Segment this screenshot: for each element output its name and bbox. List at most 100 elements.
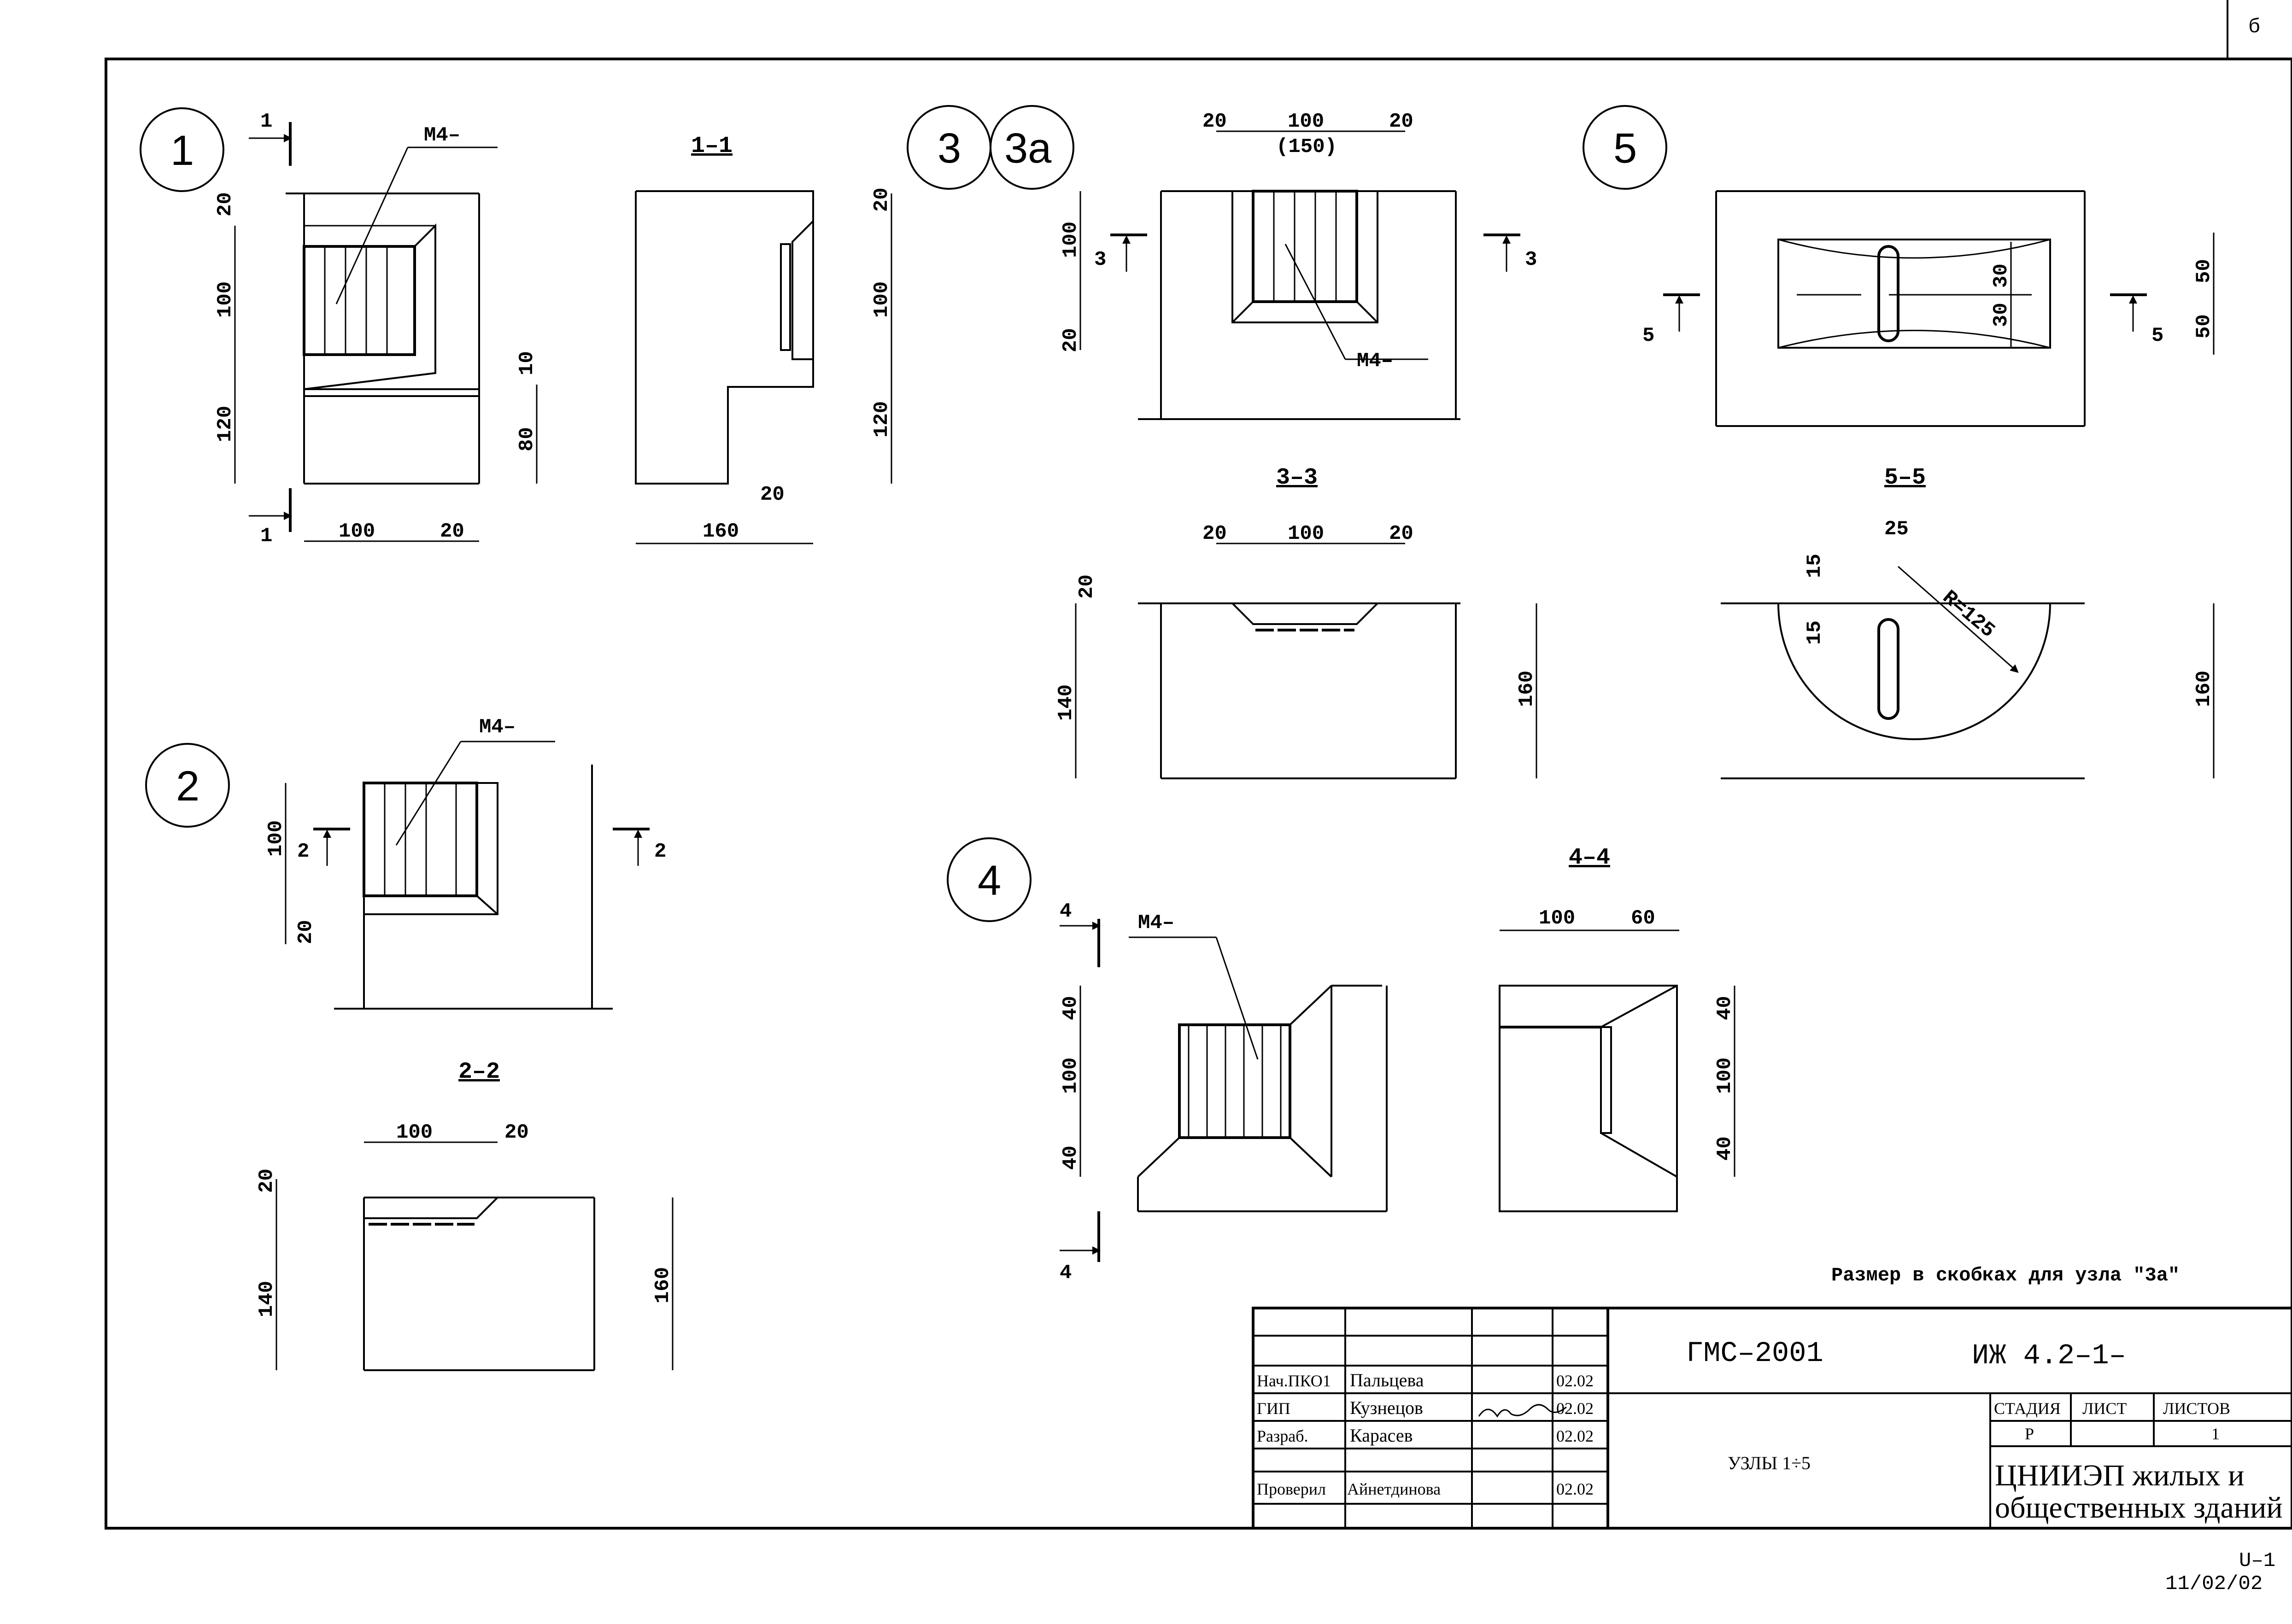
row-3-name: Карасев [1350,1425,1413,1446]
dim-55-25: 25 [1884,518,1909,541]
embedded-label-1: М4– [424,124,460,147]
cut-2-left: 2 [297,840,309,863]
dim-33-20v: 20 [1075,574,1098,599]
cut-5-right: 5 [2151,324,2163,347]
dim-33-20b: 20 [1389,522,1413,545]
node-4-label: 4 [978,857,1001,904]
dim-1-100b: 100 [339,520,375,543]
dim-55-15b: 15 [1803,620,1826,645]
dim-5-30b: 30 [1990,303,2013,327]
node-2-label: 2 [176,763,199,810]
organization-line-2: общественных зданий [1995,1491,2283,1525]
note-brackets: Размер в скобках для узла "3а" [1831,1264,2180,1286]
dim-22-20: 20 [504,1121,529,1144]
dim-33-140: 140 [1055,684,1078,721]
section-4-4-title: 4–4 [1569,845,1610,871]
sheet-corner-mark: б [2248,16,2260,39]
dim-4-100: 100 [1059,1057,1082,1094]
section-2-2: 2–2 100 20 20 140 160 [255,1059,674,1371]
signature-kuznetsov [1478,1404,1567,1418]
section-1-1: 1–1 160 20 20 100 120 [635,133,893,544]
embedded-label-2: М4– [479,716,516,739]
cut-4-bottom: 4 [1060,1262,1072,1285]
cut-2-right: 2 [654,840,666,863]
sheets-value: 1 [2211,1425,2220,1443]
dim-55-15a: 15 [1803,554,1826,578]
dim-55-160: 160 [2192,671,2216,707]
cut-3-left: 3 [1094,248,1106,271]
row-2-date: 02.02 [1556,1399,1594,1418]
dim-4-40a: 40 [1059,996,1082,1020]
node-3a-label: 3а [1004,125,1052,172]
section-5-5: 5–5 R=125 25 15 15 160 [1721,465,2216,779]
dim-5-50a: 50 [2192,259,2216,283]
doc-code: ИЖ 4.2–1– [1972,1339,2126,1372]
row-3-role: Разраб. [1257,1427,1308,1445]
dim-22-20a: 20 [255,1168,278,1193]
row-1-date: 02.02 [1556,1372,1594,1390]
dim-33-100: 100 [1288,522,1324,545]
sheets-header: ЛИСТОВ [2163,1399,2230,1418]
node-5-label: 5 [1613,125,1637,172]
dim-44-60: 60 [1631,907,1655,930]
dim-4-40b: 40 [1059,1145,1082,1170]
dim-11-20: 20 [760,483,785,506]
node-5: 5 5 5 30 30 50 50 [1583,105,2216,427]
cut-3-right: 3 [1525,248,1537,271]
stage-value: Р [2025,1425,2034,1443]
row-4-name: Айнетдинова [1347,1480,1441,1498]
dim-44-40b: 40 [1713,1136,1736,1161]
stage-header: СТАДИЯ [1994,1399,2061,1418]
dim-22-160: 160 [651,1267,674,1303]
dim-1-100: 100 [214,281,237,318]
dim-11-160: 160 [703,520,739,543]
row-4-date: 02.02 [1556,1480,1594,1498]
node-1-label: 1 [170,127,194,174]
node-4: 4 4 4 М4– 40 100 40 [947,837,1388,1285]
cut-1-top: 1 [260,110,272,133]
row-1-role: Нач.ПКО1 [1257,1372,1331,1390]
title-block: Нач.ПКО1 Пальцева 02.02 ГИП Кузнецов 02.… [1252,1307,2292,1530]
dim-5-50b: 50 [2192,314,2216,339]
node-2: 2 2 2 М4– 100 20 [145,716,666,1010]
footer-code: U–1 [2239,1549,2275,1572]
dim-11-120: 120 [870,401,893,438]
dim-22-100: 100 [396,1121,433,1144]
section-3-3: 3–3 20 100 20 20 140 160 [1055,465,1538,779]
row-1-name: Пальцева [1350,1370,1424,1390]
dim-3-100: 100 [1288,110,1324,133]
dim-3-20v: 20 [1059,328,1082,352]
section-5-5-title: 5–5 [1884,465,1926,491]
dim-3-20a: 20 [1202,110,1227,133]
node-3-label: 3 [938,125,961,172]
organization-line-1: ЦНИИЭП жилых и [1995,1459,2244,1492]
dim-44-100: 100 [1539,907,1575,930]
sheet-header: ЛИСТ [2082,1399,2127,1418]
dim-11-20a: 20 [870,187,893,212]
dim-22-140: 140 [255,1281,278,1317]
section-1-1-title: 1–1 [691,133,733,159]
section-2-2-title: 2–2 [458,1059,500,1085]
row-2-role: ГИП [1257,1399,1290,1418]
section-4-4: 4–4 100 60 40 100 40 [1499,845,1736,1212]
sheet-title: УЗЛЫ 1÷5 [1728,1453,1811,1473]
dim-44-100v: 100 [1713,1057,1736,1094]
dim-2-100: 100 [264,820,287,857]
dim-5-30a: 30 [1990,263,2013,288]
row-3-date: 02.02 [1556,1427,1594,1445]
footer-date: 11/02/02 [2165,1572,2263,1595]
dim-1-20b: 20 [440,520,464,543]
embedded-label-4: М4– [1138,911,1174,935]
dim-11-100: 100 [870,281,893,318]
node-3: 3 3а М4– 3 3 20 100 (150) 20 100 20 [907,105,1537,420]
row-2-name: Кузнецов [1350,1397,1423,1418]
dim-44-40a: 40 [1713,996,1736,1020]
dim-33-20a: 20 [1202,522,1227,545]
dim-3-150: (150) [1276,135,1337,158]
dim-2-20: 20 [294,920,317,944]
dim-1-80: 80 [516,427,539,451]
dim-1-20: 20 [214,192,237,216]
cut-1-bottom: 1 [260,525,272,548]
dim-55-radius: R=125 [1938,586,1999,643]
